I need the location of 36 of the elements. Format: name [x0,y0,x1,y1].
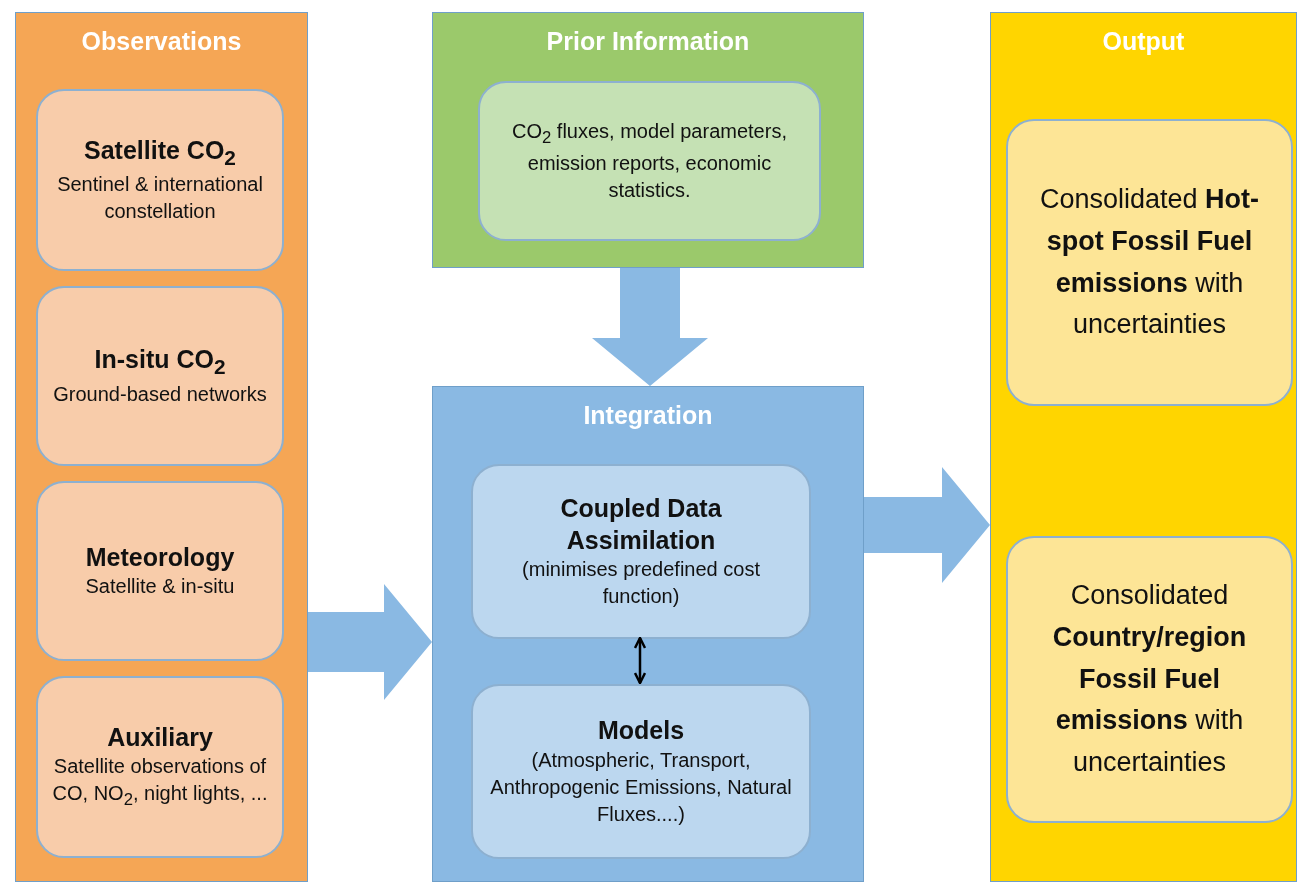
panel [990,12,1297,882]
box-text: Ground-based networks [53,381,267,407]
panel-heading: Output [1101,27,1186,56]
block-arrow [592,268,708,386]
box-text: Satellite observations of CO, NO$_{2}$, night lights, ... [51,754,269,812]
box-title: Meteorology [85,541,235,573]
rounded-box [36,89,284,271]
box-text: (Atmospheric, Transport, Anthropogenic Emissions, Natural Fluxes....) [489,747,793,827]
panel [432,12,864,268]
block-arrow [864,467,990,583]
box-text: CO$_{2}$ fluxes, model parameters, emission reports, economic statistics. [511,119,788,203]
panel-heading: Integration [582,401,714,430]
box-text: Sentinel & international constellation [56,172,264,224]
box-text: Consolidated Country/region Fossil Fuel emissions with uncertainties [1051,578,1248,780]
rounded-box [471,464,811,639]
box-text: Consolidated Hot-spot Fossil Fuel emissions with uncertainties [1038,182,1261,342]
rounded-box [36,481,284,661]
rounded-box [471,684,811,859]
panel-heading: Prior Information [545,27,751,56]
box-title: In-situ CO$_{2}$ [94,344,226,381]
box-title: Models [597,715,685,747]
rounded-box [1006,536,1293,823]
block-arrow [308,584,432,700]
rounded-box [478,81,821,241]
panel-heading: Observations [80,27,243,56]
box-title: Coupled Data Assimilation [559,493,723,556]
box-title: Auxiliary [107,722,213,754]
box-text: Satellite & in-situ [85,574,235,600]
rounded-box [36,286,284,466]
rounded-box [1006,119,1293,406]
double-arrow [633,636,647,685]
rounded-box [36,676,284,858]
box-title: Satellite CO$_{2}$ [84,135,236,171]
panel [432,386,864,882]
box-text: (minimises predefined cost function) [521,556,761,609]
panel [15,12,308,882]
